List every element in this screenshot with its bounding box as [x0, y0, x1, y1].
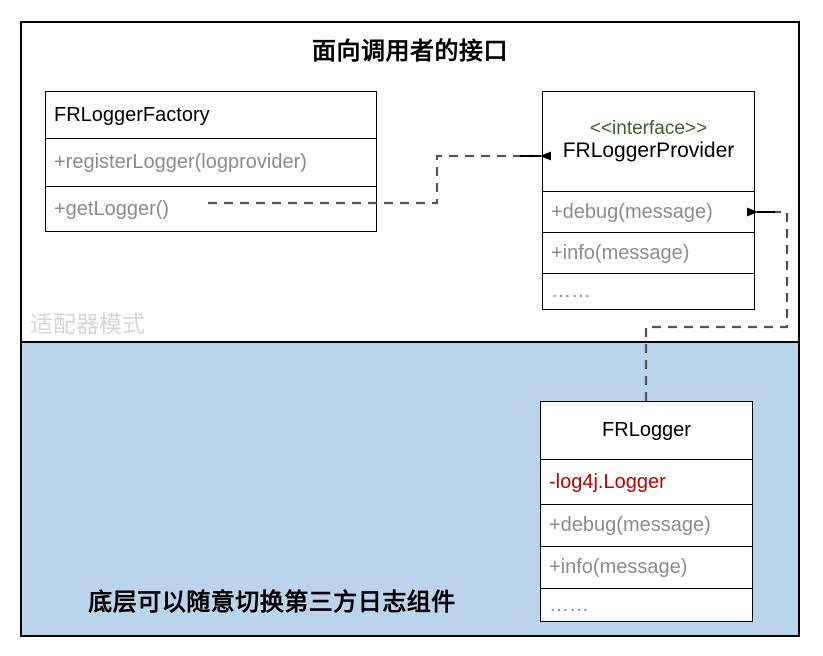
class-member-row: +debug(message) [541, 504, 752, 546]
member-info-frlogger: +info(message) [549, 556, 688, 578]
stereotype-interface: <<interface>> [589, 118, 708, 140]
class-header-frloggerprovider: <<interface>> FRLoggerProvider [543, 92, 754, 191]
class-member-row: …… [541, 588, 752, 621]
class-member-row: +debug(message) [543, 191, 754, 232]
member-ellipsis-frlogger: …… [549, 593, 589, 616]
class-member-row: +info(message) [543, 232, 754, 273]
class-box-frlogger[interactable]: FRLogger -log4j.Logger +debug(message) +… [540, 401, 753, 622]
class-member-row: +getLogger() [46, 186, 376, 231]
member-debug-frlogger: +debug(message) [549, 514, 711, 536]
class-member-row: +info(message) [541, 546, 752, 588]
member-info-provider: +info(message) [551, 241, 690, 264]
class-member-row: +registerLogger(logprovider) [46, 138, 376, 186]
member-get-logger: +getLogger() [54, 197, 170, 220]
member-register-logger: +registerLogger(logprovider) [54, 151, 307, 173]
class-box-frloggerprovider[interactable]: <<interface>> FRLoggerProvider +debug(me… [542, 91, 755, 310]
class-field-row: -log4j.Logger [541, 459, 752, 504]
class-member-row: …… [543, 273, 754, 309]
member-ellipsis-provider: …… [551, 280, 591, 302]
page-title-top-section: 面向调用者的接口 [312, 38, 508, 65]
page-title-bottom-section: 底层可以随意切换第三方日志组件 [88, 589, 456, 616]
class-box-frloggerfactory[interactable]: FRLoggerFactory +registerLogger(logprovi… [45, 91, 377, 232]
field-log4j-logger: -log4j.Logger [549, 470, 666, 493]
class-name-frloggerprovider: FRLoggerProvider [562, 139, 735, 163]
class-name-frlogger: FRLogger [602, 419, 691, 441]
member-debug-provider: +debug(message) [551, 200, 713, 223]
adapter-pattern-label: 适配器模式 [30, 311, 145, 337]
class-name-frloggerfactory: FRLoggerFactory [54, 103, 210, 126]
